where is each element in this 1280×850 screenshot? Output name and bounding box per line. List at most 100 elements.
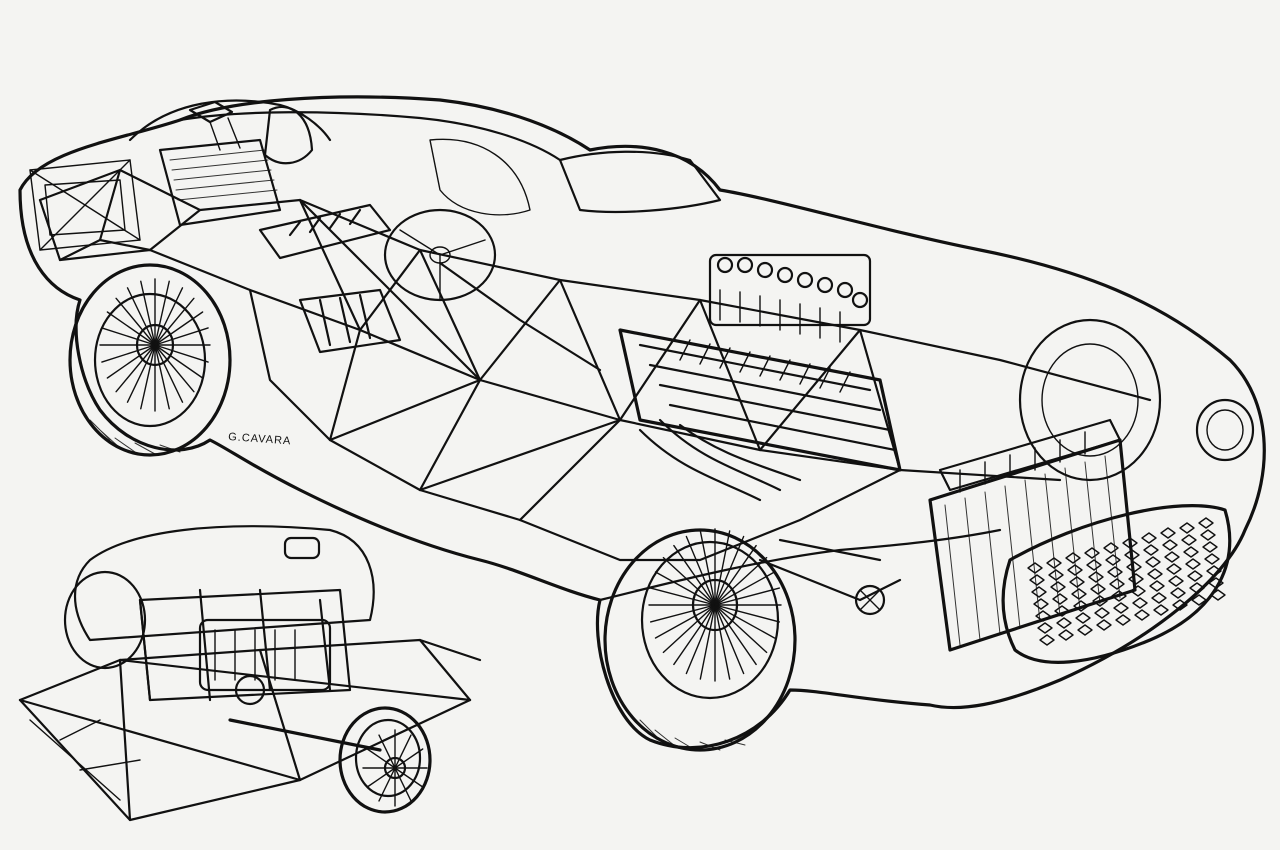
- wheel-spoke: [154, 344, 170, 410]
- wheel-spoke: [714, 604, 776, 639]
- wheel-spoke: [394, 748, 424, 769]
- grille-cell: [1183, 546, 1199, 558]
- grille-cell: [1149, 580, 1165, 592]
- wheel-spoke: [154, 280, 170, 346]
- grille-cell: [1164, 551, 1180, 563]
- windscreen: [558, 150, 722, 214]
- grille-cell: [1054, 605, 1070, 617]
- wheel-spoke: [714, 530, 731, 606]
- seat-back: [429, 138, 531, 216]
- wheel-spoke: [394, 767, 424, 788]
- rear-wheel: [68, 263, 232, 457]
- wheel-spoke: [366, 748, 396, 769]
- wheel-spoke: [106, 344, 156, 379]
- wheel-spoke: [154, 311, 204, 346]
- grille-cell: [1037, 622, 1053, 634]
- grille-cell: [1113, 602, 1129, 614]
- grille-cell: [1210, 589, 1226, 601]
- grille-cell: [1075, 612, 1091, 624]
- wheel-spoke: [654, 604, 716, 639]
- grille-cell: [1073, 600, 1089, 612]
- wheel-spoke: [662, 604, 716, 654]
- gearbox-assembly: [258, 203, 402, 354]
- grille-cell: [1058, 629, 1074, 641]
- wheel-spoke: [654, 571, 716, 606]
- front-grille: [1001, 504, 1232, 664]
- grille-cell: [1128, 573, 1144, 585]
- cockpit-rim: [178, 111, 562, 162]
- grille-cell: [1086, 559, 1102, 571]
- headrest-fairing: [128, 99, 332, 142]
- wheel-spoke: [714, 604, 745, 675]
- grille-cell: [1092, 595, 1108, 607]
- grille-cell: [1179, 522, 1195, 534]
- wheel-spoke: [685, 604, 716, 675]
- grille-cell: [1115, 614, 1131, 626]
- wheel-spoke: [714, 556, 768, 606]
- wheel-spoke: [140, 344, 156, 410]
- wheel-spoke: [126, 287, 156, 346]
- grille-cell: [1096, 619, 1112, 631]
- wheel-spoke: [649, 587, 716, 606]
- grille-cell: [1056, 617, 1072, 629]
- front-wheel: [603, 528, 797, 752]
- space-frame: [38, 168, 1152, 562]
- inset-left-wheel: [63, 570, 147, 670]
- wheel-spoke: [378, 734, 396, 769]
- wheel-spoke: [714, 604, 757, 666]
- steering-wheel: [383, 208, 602, 372]
- wheel-spoke: [714, 604, 731, 680]
- wheel-spoke: [115, 344, 156, 393]
- grille-cell: [1039, 634, 1055, 646]
- grille-cell: [1048, 569, 1064, 581]
- grille-cell: [1160, 527, 1176, 539]
- grille-cell: [1185, 558, 1201, 570]
- grille-cell: [1111, 590, 1127, 602]
- grille-cell: [1132, 597, 1148, 609]
- wheel-spoke: [714, 604, 768, 654]
- wheel-spoke: [101, 327, 156, 346]
- grille-cell: [1124, 549, 1140, 561]
- grille-cell: [1187, 570, 1203, 582]
- grille-cell: [1143, 544, 1159, 556]
- grille-cell: [1200, 529, 1216, 541]
- grille-cell: [1162, 539, 1178, 551]
- grille-cell: [1103, 542, 1119, 554]
- wheel-spoke: [714, 604, 781, 623]
- wheel-spoke: [699, 604, 716, 680]
- grille-cell: [1145, 556, 1161, 568]
- wheel-spoke: [154, 344, 209, 363]
- wheel-spoke: [115, 297, 156, 346]
- radiator: [928, 418, 1137, 652]
- grille-cell: [1031, 586, 1047, 598]
- wheel-spoke: [673, 544, 716, 606]
- grille-cell: [1202, 541, 1218, 553]
- grille-cell: [1107, 566, 1123, 578]
- main-car-cutaway: G.CAVARA: [18, 95, 1266, 752]
- car-body-outline: [18, 95, 1266, 750]
- wheel-spoke: [394, 767, 412, 802]
- grille-cell: [1077, 624, 1093, 636]
- inset-transaxle: [198, 618, 332, 706]
- inset-frame: [18, 588, 482, 822]
- far-front-wheel: [1018, 318, 1162, 482]
- driver-seat: [263, 105, 314, 165]
- grille-cell: [1134, 609, 1150, 621]
- wheel-spoke: [154, 327, 209, 346]
- wheel-spoke: [714, 544, 757, 606]
- grille-cell: [1046, 557, 1062, 569]
- grille-cell: [1065, 552, 1081, 564]
- front-suspension: [758, 538, 902, 616]
- grille-cell: [1204, 553, 1220, 565]
- fuel-filler: [188, 100, 234, 124]
- grille-cell: [1050, 581, 1066, 593]
- wheel-spoke: [378, 767, 396, 802]
- grille-cell: [1130, 585, 1146, 597]
- grille-cell: [1088, 571, 1104, 583]
- wheel-spoke: [673, 604, 716, 666]
- wheel-spoke: [685, 535, 716, 606]
- grille-cell: [1109, 578, 1125, 590]
- inset-tail-shell: [73, 525, 375, 642]
